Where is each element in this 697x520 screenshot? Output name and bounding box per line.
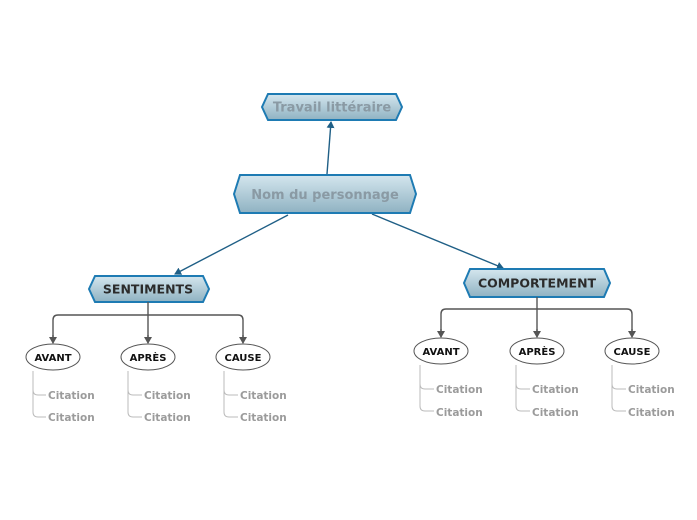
comportement-avant-label: AVANT — [422, 347, 459, 358]
connector-root-to-comportement — [371, 213, 504, 270]
sentiments-cause-label: CAUSE — [225, 353, 262, 364]
sentiments-cause-citation-lines — [223, 371, 238, 418]
branch-comportement-label: COMPORTEMENT — [478, 276, 597, 291]
comportement-apres[interactable]: APRÈS — [509, 337, 565, 365]
citation: Citation — [436, 384, 483, 396]
connector-root-to-parent — [326, 121, 335, 175]
citation: Citation — [532, 407, 579, 419]
citation: Citation — [240, 412, 287, 424]
parent-node[interactable]: Travail littéraire — [260, 93, 404, 121]
sentiments-cause[interactable]: CAUSE — [215, 343, 271, 371]
citation: Citation — [628, 384, 675, 396]
branch-sentiments-label: SENTIMENTS — [103, 282, 193, 297]
branch-sentiments[interactable]: SENTIMENTS — [87, 275, 211, 303]
parent-node-label: Travail littéraire — [273, 101, 392, 116]
comportement-avant[interactable]: AVANT — [413, 337, 469, 365]
citation: Citation — [144, 390, 191, 402]
sentiments-apres[interactable]: APRÈS — [120, 343, 176, 371]
citation: Citation — [628, 407, 675, 419]
root-node[interactable]: Nom du personnage — [232, 174, 418, 214]
root-node-label: Nom du personnage — [251, 188, 399, 203]
comportement-apres-citation-lines — [515, 365, 530, 412]
citation: Citation — [144, 412, 191, 424]
comportement-cause-citation-lines — [611, 365, 626, 412]
comportement-apres-label: APRÈS — [519, 345, 556, 358]
citation: Citation — [48, 390, 95, 402]
comportement-cause-label: CAUSE — [614, 347, 651, 358]
citation: Citation — [532, 384, 579, 396]
sentiments-avant-citation-lines — [32, 371, 46, 418]
sentiments-apres-citation-lines — [127, 371, 142, 418]
citation: Citation — [240, 390, 287, 402]
citation: Citation — [48, 412, 95, 424]
citation: Citation — [436, 407, 483, 419]
comportement-cause[interactable]: CAUSE — [604, 337, 660, 365]
sentiments-apres-label: APRÈS — [130, 351, 167, 364]
connector-root-to-sentiments — [174, 214, 289, 275]
branch-comportement[interactable]: COMPORTEMENT — [462, 268, 612, 298]
sentiments-avant[interactable]: AVANT — [25, 343, 81, 371]
sentiments-avant-label: AVANT — [34, 353, 71, 364]
comportement-avant-citation-lines — [419, 365, 434, 412]
